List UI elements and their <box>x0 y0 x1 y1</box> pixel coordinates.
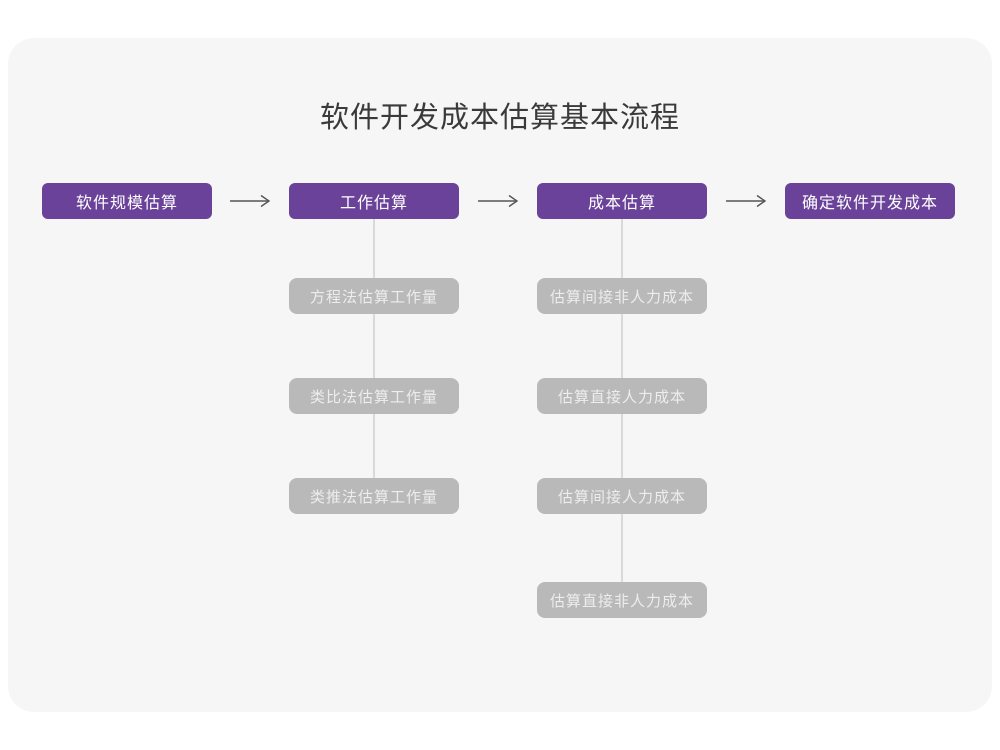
cost-item-indirect-labor: 估算间接人力成本 <box>537 478 707 514</box>
cost-item-direct-labor: 估算直接人力成本 <box>537 378 707 414</box>
diagram-card <box>8 38 992 712</box>
cost-item-indirect-nonlabor: 估算间接非人力成本 <box>537 278 707 314</box>
diagram-title: 软件开发成本估算基本流程 <box>319 102 680 134</box>
step-cost-estimation: 成本估算 <box>537 183 707 219</box>
cost-item-direct-nonlabor: 估算直接非人力成本 <box>537 582 707 618</box>
step-label: 软件规模估算 <box>75 195 178 212</box>
sub-box-label: 类比法估算工作量 <box>309 388 438 406</box>
work-breakdown-connector-line <box>373 219 375 496</box>
step-label: 工作估算 <box>339 195 408 212</box>
sub-box-label: 类推法估算工作量 <box>309 488 438 506</box>
step-software-scale-estimation: 软件规模估算 <box>42 183 212 219</box>
step-label: 确定软件开发成本 <box>801 195 938 212</box>
step-work-estimation: 工作估算 <box>289 183 459 219</box>
work-method-analogy: 类比法估算工作量 <box>289 378 459 414</box>
right-arrow-icon <box>724 193 768 209</box>
step-determine-development-cost: 确定软件开发成本 <box>785 183 955 219</box>
sub-box-label: 估算间接人力成本 <box>557 488 686 506</box>
sub-box-label: 估算直接非人力成本 <box>549 592 694 610</box>
sub-box-label: 方程法估算工作量 <box>309 288 438 306</box>
work-method-extrapolation: 类推法估算工作量 <box>289 478 459 514</box>
step-label: 成本估算 <box>587 195 656 212</box>
right-arrow-icon <box>476 193 520 209</box>
work-method-equation: 方程法估算工作量 <box>289 278 459 314</box>
right-arrow-icon <box>228 193 272 209</box>
sub-box-label: 估算直接人力成本 <box>557 388 686 406</box>
sub-box-label: 估算间接非人力成本 <box>549 288 694 306</box>
